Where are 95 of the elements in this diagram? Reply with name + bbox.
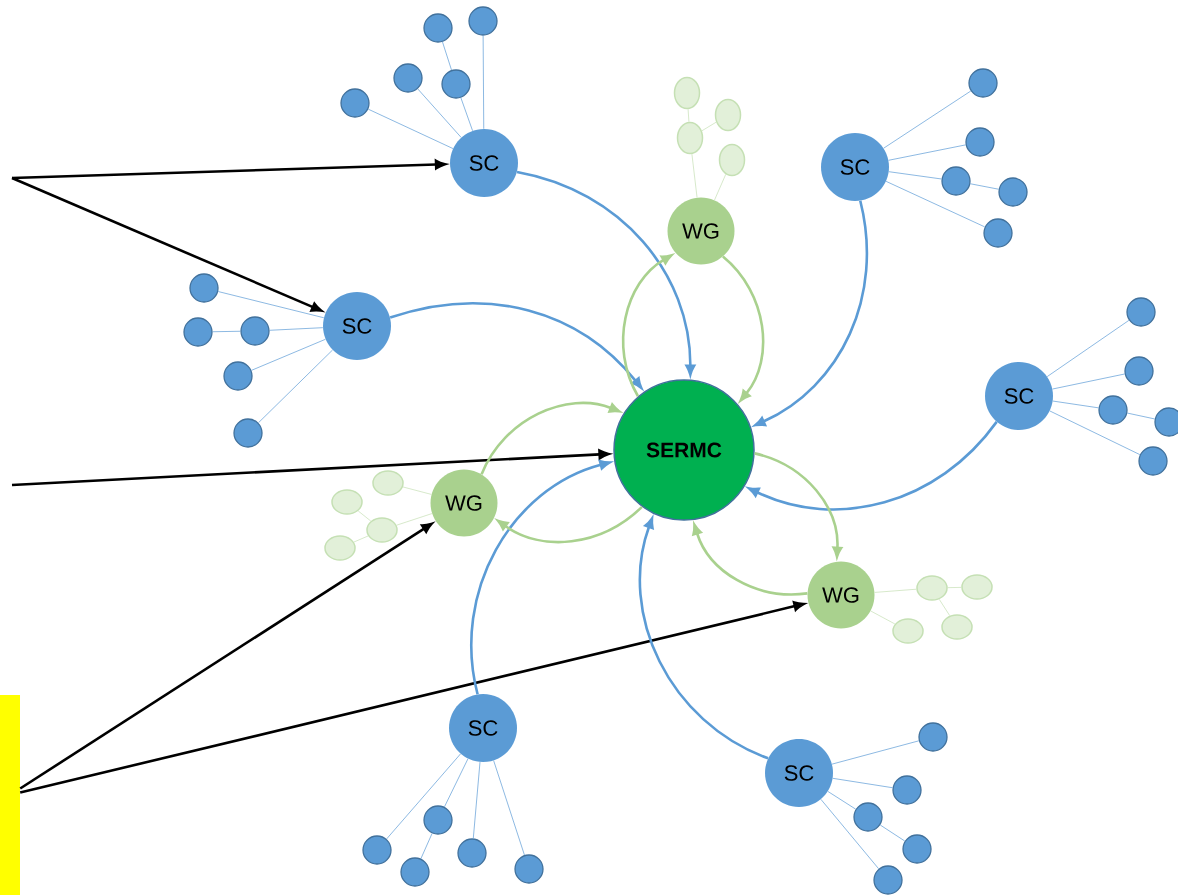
small-ellipse [892,618,924,644]
circle-node: SC [449,694,517,762]
connector-line [1127,412,1156,420]
connector-line [402,486,432,495]
circle-node: SC [450,129,518,197]
small-circle [1138,446,1168,476]
arrow [19,522,433,790]
connector-line [482,35,485,130]
small-circle [189,273,219,303]
connector-line [831,740,920,765]
small-circle [423,805,453,835]
connector-line [714,174,727,201]
arrow [754,200,869,427]
connector-line [367,108,454,149]
small-circle [457,838,487,868]
connector-line [701,121,717,132]
connector-line [444,758,469,808]
connector-line [442,41,452,71]
circle-node: WG [807,561,875,629]
connector-line [687,108,690,123]
small-circle [393,63,423,93]
connector-line [827,791,856,810]
connector-line [870,610,896,625]
connector-line [820,798,879,870]
connector-line [970,183,999,190]
small-circle [362,835,392,865]
connector-line [420,833,433,859]
connector-line [832,778,893,789]
small-circle [223,361,253,391]
small-circle [400,857,430,887]
small-ellipse [673,76,701,110]
small-circle [183,317,213,347]
small-ellipse [941,614,973,640]
circle-node: SC [765,739,833,807]
small-ellipse [366,517,398,543]
small-circle [983,218,1013,248]
small-ellipse [916,575,948,601]
side-bar [0,695,20,895]
small-circle [968,68,998,98]
connector-line [396,513,433,526]
connector-line [885,181,986,228]
connector-line [258,349,333,424]
small-circle [240,316,270,346]
connector-line [1052,373,1125,390]
connector-line [493,760,525,856]
connector-line [888,144,966,161]
small-circle [1124,356,1154,386]
small-circle [918,722,948,752]
connector-line [1049,410,1141,455]
connector-line [386,753,461,840]
circle-node: SC [821,133,889,201]
small-ellipse [324,535,356,561]
connector-line [879,824,906,842]
circle-node: SC [323,292,391,360]
small-circle [233,418,263,448]
connector-line [938,599,951,617]
small-ellipse [331,489,363,515]
connector-line [269,327,324,331]
small-circle [853,802,883,832]
small-circle [441,69,471,99]
small-circle [468,6,498,36]
connector-line [460,97,473,132]
connector-line [212,330,241,333]
arrow [11,176,323,312]
connector-line [1046,319,1130,377]
small-circle [1126,297,1156,327]
small-ellipse [676,121,704,155]
small-circle [1154,407,1178,437]
circle-node: SC [985,362,1053,430]
arrow [722,255,765,402]
small-ellipse [961,574,993,600]
small-circle [340,88,370,118]
connector-line [874,588,917,593]
small-circle [892,775,922,805]
connector-line [417,88,462,138]
small-circle [423,13,453,43]
connector-line [1052,400,1099,409]
small-circle [998,177,1028,207]
small-circle [514,854,544,884]
small-ellipse [714,98,742,132]
arrow [11,159,447,180]
connector-line [353,535,369,543]
small-ellipse [718,143,746,177]
connector-line [888,171,942,180]
small-circle [873,865,903,895]
connector-line [251,338,326,371]
connector-line [947,587,962,588]
connector-line [883,90,972,149]
connector-line [472,761,481,839]
small-circle [941,166,971,196]
small-circle [965,127,995,157]
small-circle [1098,395,1128,425]
connector-line [217,291,325,319]
small-circle [902,834,932,864]
connector-line [357,510,372,522]
